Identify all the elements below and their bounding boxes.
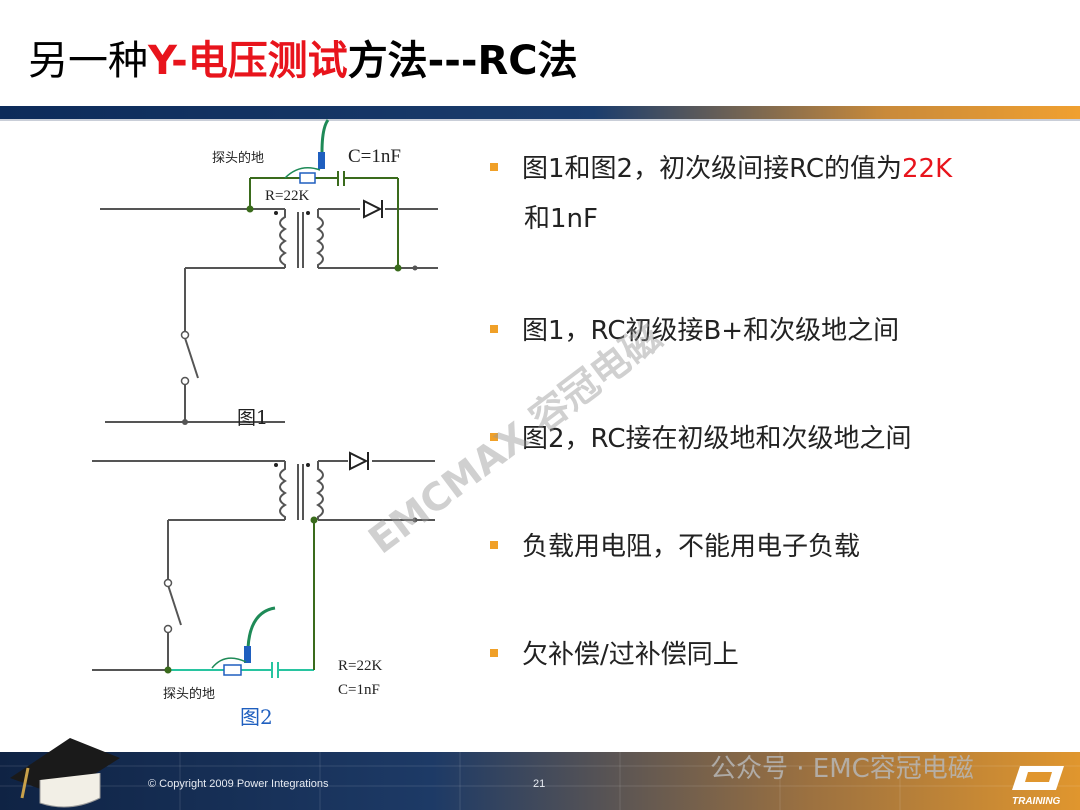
fig1-probe-tip [318, 152, 325, 169]
page-number: 21 [533, 778, 546, 790]
fig2-probe-ground-label: 探头的地 [163, 686, 215, 702]
fig2-secondary-coil [316, 461, 324, 520]
fig1-probe-ground-label: 探头的地 [212, 150, 264, 166]
figure2-circuit [92, 460, 435, 671]
fig2-diode [349, 451, 369, 471]
fig2-probe-cable [246, 606, 276, 649]
bullet-marker [490, 162, 498, 171]
bullet-marker [490, 432, 498, 441]
fig2-rc-network [168, 662, 314, 678]
fig2-resistor-label: R=22K [338, 658, 382, 674]
training-logo: TRAINING [1012, 766, 1064, 807]
fig1-primary-coil [279, 209, 287, 268]
wechat-account-label: 公众号 · EMC容冠电磁 [710, 754, 974, 784]
title-part3: 方法---RC法 [347, 38, 578, 84]
figure1-circuit [100, 208, 438, 423]
fig2-caption: 图2 [240, 705, 273, 729]
graduation-cap-icon [10, 738, 120, 808]
fig2-capacitor-label: C=1nF [338, 682, 380, 698]
fig1-diode [363, 199, 383, 219]
fig1-caption: 图1 [237, 407, 268, 429]
footer-bar [0, 752, 1080, 810]
bullet-marker [490, 324, 498, 333]
fig1-capacitor-label: C=1nF [348, 146, 401, 167]
fig2-primary-coil [279, 461, 287, 520]
bullet-item-5: 欠补偿/过补偿同上 [490, 628, 739, 682]
bullet-item-4: 负载用电阻，不能用电子负载 [490, 520, 860, 574]
bullet-item-1-line2: 和1nF [524, 204, 598, 234]
bullet-item-2: 图1，RC初级接B+和次级地之间 [490, 304, 899, 358]
logo-text: TRAINING [1012, 796, 1061, 807]
title-divider-bar [0, 106, 1080, 119]
bullet-marker [490, 648, 498, 657]
title-divider-line [0, 119, 1080, 121]
fig2-resistor [223, 664, 242, 676]
circuit-diagrams: 探头的地 C=1nF R=22K 图1 R=22K C=1nF 探头的地 图2 [92, 119, 438, 729]
fig1-resistor [299, 172, 316, 184]
bullet-item-1: 图1和图2，初次级间接RC的值为22K [490, 142, 952, 196]
copyright-text: © Copyright 2009 Power Integrations [148, 778, 329, 790]
footer-circuit-pattern [0, 752, 1080, 810]
fig1-secondary-coil [316, 209, 324, 268]
title-part2: Y-电压测试 [148, 38, 348, 84]
fig2-probe-tip [244, 646, 251, 663]
page-title: 另一种Y-电压测试方法---RC法 [28, 28, 578, 86]
fig1-rc-network [249, 171, 399, 268]
fig1-resistor-label: R=22K [265, 188, 309, 204]
bullet-item-3: 图2，RC接在初级地和次级地之间 [490, 412, 911, 466]
fig1-probe-cable [320, 119, 330, 153]
title-part1: 另一种 [28, 38, 148, 84]
bullet-marker [490, 540, 498, 549]
